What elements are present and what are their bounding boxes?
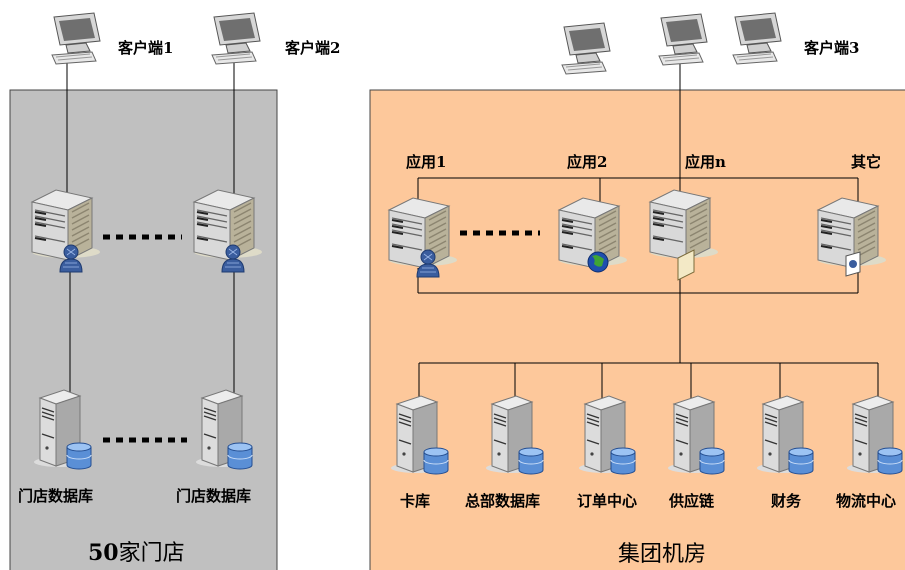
database-icon [877,447,903,475]
datacenter-panel-title: 集团机房 [618,542,706,567]
database-icon [518,447,544,475]
database-icon [227,442,253,470]
client-2-label: 客户端2 [284,39,340,57]
database-icon [66,442,92,470]
app-1-label: 应用1 [406,153,446,171]
store-db-1-label: 门店数据库 [18,487,93,505]
client-2-workstation-icon [211,12,261,65]
stores-panel [9,89,278,570]
app-n-server-icon [649,189,719,261]
client-1-label: 客户端1 [117,39,173,57]
card-db-label: 卡库 [400,492,430,510]
order-center-label: 订单中心 [577,492,637,510]
supply-chain-label: 供应链 [668,492,715,510]
database-icon [788,447,814,475]
datacenter-panel [369,89,905,570]
database-icon [699,447,725,475]
finance-label: 财务 [771,492,802,510]
client-3-label: 客户端3 [803,39,859,57]
workstation-icon [658,13,708,66]
globe-icon [587,251,609,273]
app-2-label: 应用2 [567,153,607,171]
stores-panel-title: 50家门店 [88,540,185,566]
client-1-workstation-icon [51,12,101,65]
database-icon [610,447,636,475]
database-icon [423,447,449,475]
workstation-icon [561,22,611,75]
hq-db-label: 总部数据库 [465,492,540,510]
client-3-workstation-icon [732,12,782,65]
document-icon [677,249,695,281]
app-n-label: 应用n [685,153,726,171]
store-db-2-label: 门店数据库 [176,487,251,505]
other-label: 其它 [851,153,881,171]
logistics-center-label: 物流中心 [836,492,896,510]
gear-document-icon [845,251,861,277]
